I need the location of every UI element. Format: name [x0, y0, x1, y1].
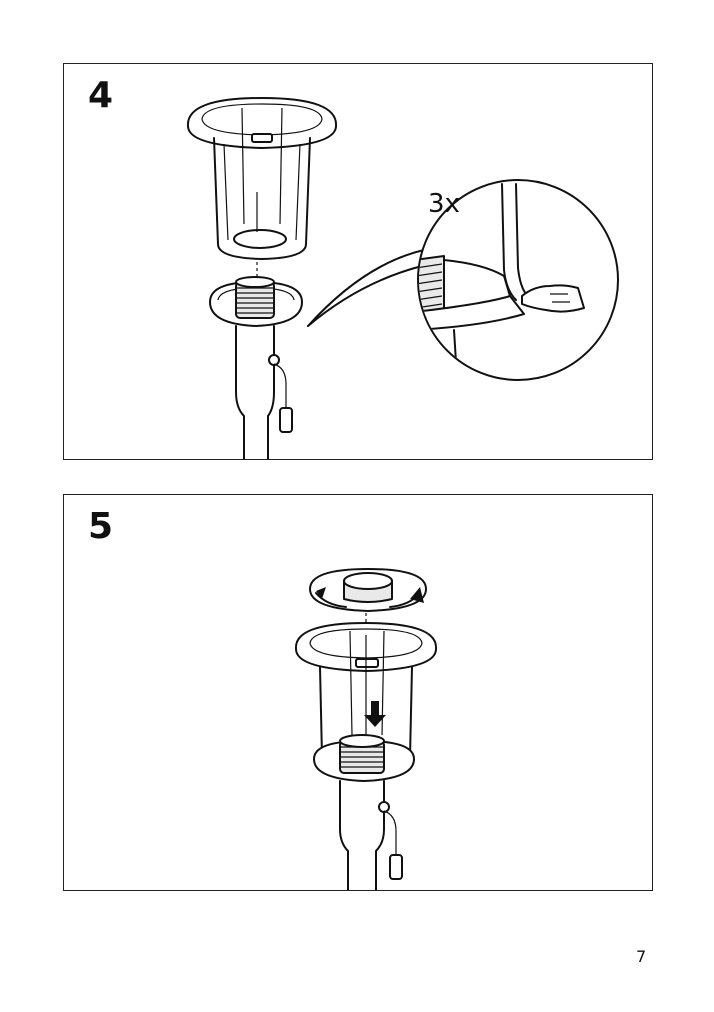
- base-ring: [209, 276, 303, 327]
- base-ring: [313, 734, 415, 782]
- down-arrow-icon: [364, 701, 386, 727]
- callout-pointer: [307, 249, 425, 327]
- page-number: 7: [636, 947, 647, 966]
- lamp-shade: [294, 622, 438, 758]
- step-4-panel: 4: [63, 63, 653, 460]
- zoom-detail: 3x: [417, 179, 619, 381]
- lamp-pole: [235, 325, 293, 459]
- step-number: 4: [88, 75, 114, 116]
- step-5-illustration: [294, 568, 438, 890]
- step-5-panel: 5: [63, 494, 653, 891]
- step-4-illustration: 3x: [186, 97, 619, 459]
- lamp-pole: [339, 780, 403, 890]
- top-ring: [309, 568, 427, 612]
- rotate-arrow-left: [315, 592, 347, 608]
- quantity-label: 3x: [428, 189, 460, 219]
- lamp-shade: [186, 97, 338, 260]
- step-number: 5: [88, 506, 114, 547]
